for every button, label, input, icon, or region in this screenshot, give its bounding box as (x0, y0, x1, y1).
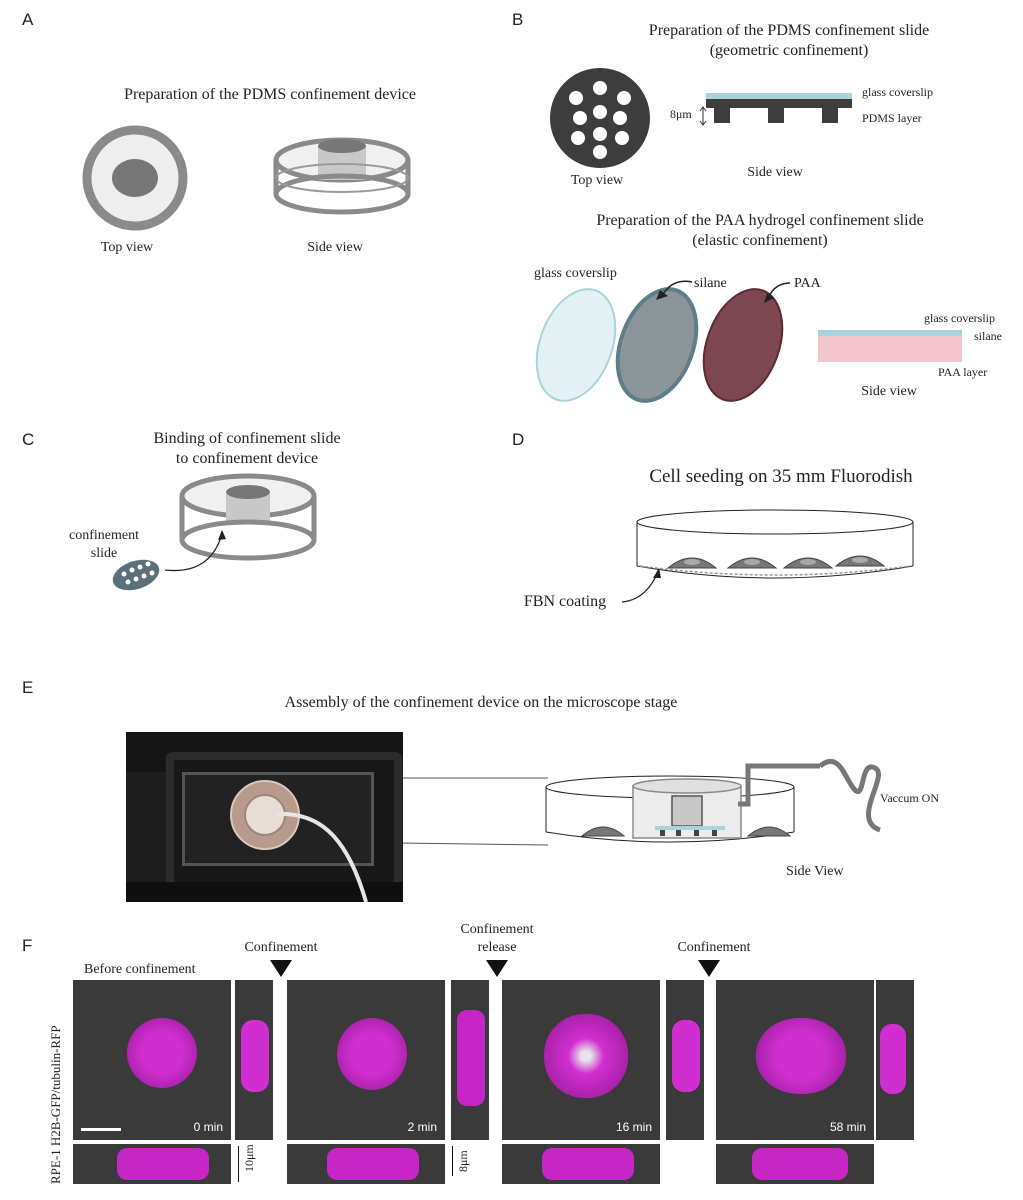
b-title-1: Preparation of the PDMS confinement slid… (648, 22, 930, 39)
bottom-projection-3 (716, 1144, 874, 1184)
scale-bar-8um (452, 1146, 453, 1176)
b-title-2: Preparation of the PAA hydrogel confinem… (596, 212, 924, 229)
bottom-projection-2 (502, 1144, 660, 1184)
time-stamp-0: 0 min (193, 1120, 223, 1134)
f-confinement-2: Confinement (677, 940, 751, 955)
b-title-1b: (geometric confinement) (709, 42, 869, 59)
confinement-slide-icon (112, 559, 160, 591)
device-top-view (82, 125, 188, 231)
a-top-view-label: Top view (100, 240, 154, 255)
d-coating-label: FBN coating (523, 593, 607, 610)
c-title-b: to confinement device (175, 450, 319, 467)
scale-label-10um: 10μm (242, 1144, 256, 1172)
panel-c-letter: C (22, 430, 35, 449)
scale-bar-10um (238, 1146, 239, 1182)
c-title: Binding of confinement slide (153, 430, 341, 447)
pdms-slide-side-view (699, 93, 852, 126)
side-projection-2 (666, 980, 704, 1140)
b-silane-label: silane (694, 276, 727, 291)
time-stamp-2: 16 min (615, 1120, 652, 1134)
binding-device (164, 473, 317, 572)
stage-side-view (545, 758, 882, 843)
micrograph-0min: 0 min (73, 980, 231, 1140)
panel-a-title: Preparation of the PDMS confinement devi… (124, 86, 416, 103)
e-vacuum-label: Vaccum ON (880, 791, 939, 805)
b-glass-label: glass coverslip (862, 85, 933, 99)
side-projection-1 (451, 980, 489, 1140)
b-pdms-label: PDMS layer (862, 111, 922, 125)
time-stamp-3: 58 min (829, 1120, 866, 1134)
f-before-label: Before confinement (84, 962, 196, 977)
micrograph-16min: 16 min (502, 980, 660, 1140)
timeline-markers (270, 960, 720, 977)
scale-label-8um: 8μm (456, 1150, 470, 1172)
panel-f-letter: F (22, 936, 33, 955)
f-release-1: Confinement (460, 922, 534, 937)
paa-slide-side-view (818, 330, 962, 362)
micrograph-58min: 58 min (716, 980, 874, 1140)
c-slide-label-2: slide (90, 546, 118, 561)
panel-d-letter: D (512, 430, 525, 449)
device-side-view (273, 137, 411, 215)
b-side-view2-label: Side view (861, 384, 917, 399)
side-projection-3 (876, 980, 914, 1140)
paa-discs (535, 280, 791, 403)
a-side-view-label: Side view (307, 240, 363, 255)
f-confinement-1: Confinement (244, 940, 318, 955)
d-title: Cell seeding on 35 mm Fluorodish (649, 466, 913, 487)
panel-e-letter: E (22, 678, 34, 697)
f-release-2: release (477, 940, 517, 955)
pdms-slide-top-view (550, 68, 650, 168)
b-height-label: 8μm (670, 107, 692, 121)
e-title: Assembly of the confinement device on th… (284, 694, 678, 711)
b-top-view-label: Top view (570, 173, 624, 188)
bottom-projection-1 (287, 1144, 445, 1184)
side-projection-0 (235, 980, 273, 1140)
c-slide-label-1: confinement (69, 528, 139, 543)
b-glass3-label: glass coverslip (924, 311, 995, 325)
bottom-projection-0 (73, 1144, 231, 1184)
b-silane2-label: silane (974, 329, 1002, 343)
f-y-label: RPE-1 H2B-GFP/tubulin-RFP (48, 1025, 63, 1184)
b-paa-layer-label: PAA layer (938, 365, 988, 379)
e-side-view-label: Side View (786, 864, 844, 879)
panel-b-letter: B (512, 10, 524, 29)
time-stamp-1: 2 min (407, 1120, 437, 1134)
fluorodish (621, 509, 914, 603)
b-paa-label: PAA (794, 276, 821, 291)
micrograph-2min: 2 min (287, 980, 445, 1140)
b-glass2-label: glass coverslip (534, 266, 617, 281)
panel-a-letter: A (22, 10, 34, 29)
microscope-stage-photo (126, 732, 403, 902)
b-title-2b: (elastic confinement) (692, 232, 828, 249)
b-side-view-label: Side view (747, 165, 803, 180)
